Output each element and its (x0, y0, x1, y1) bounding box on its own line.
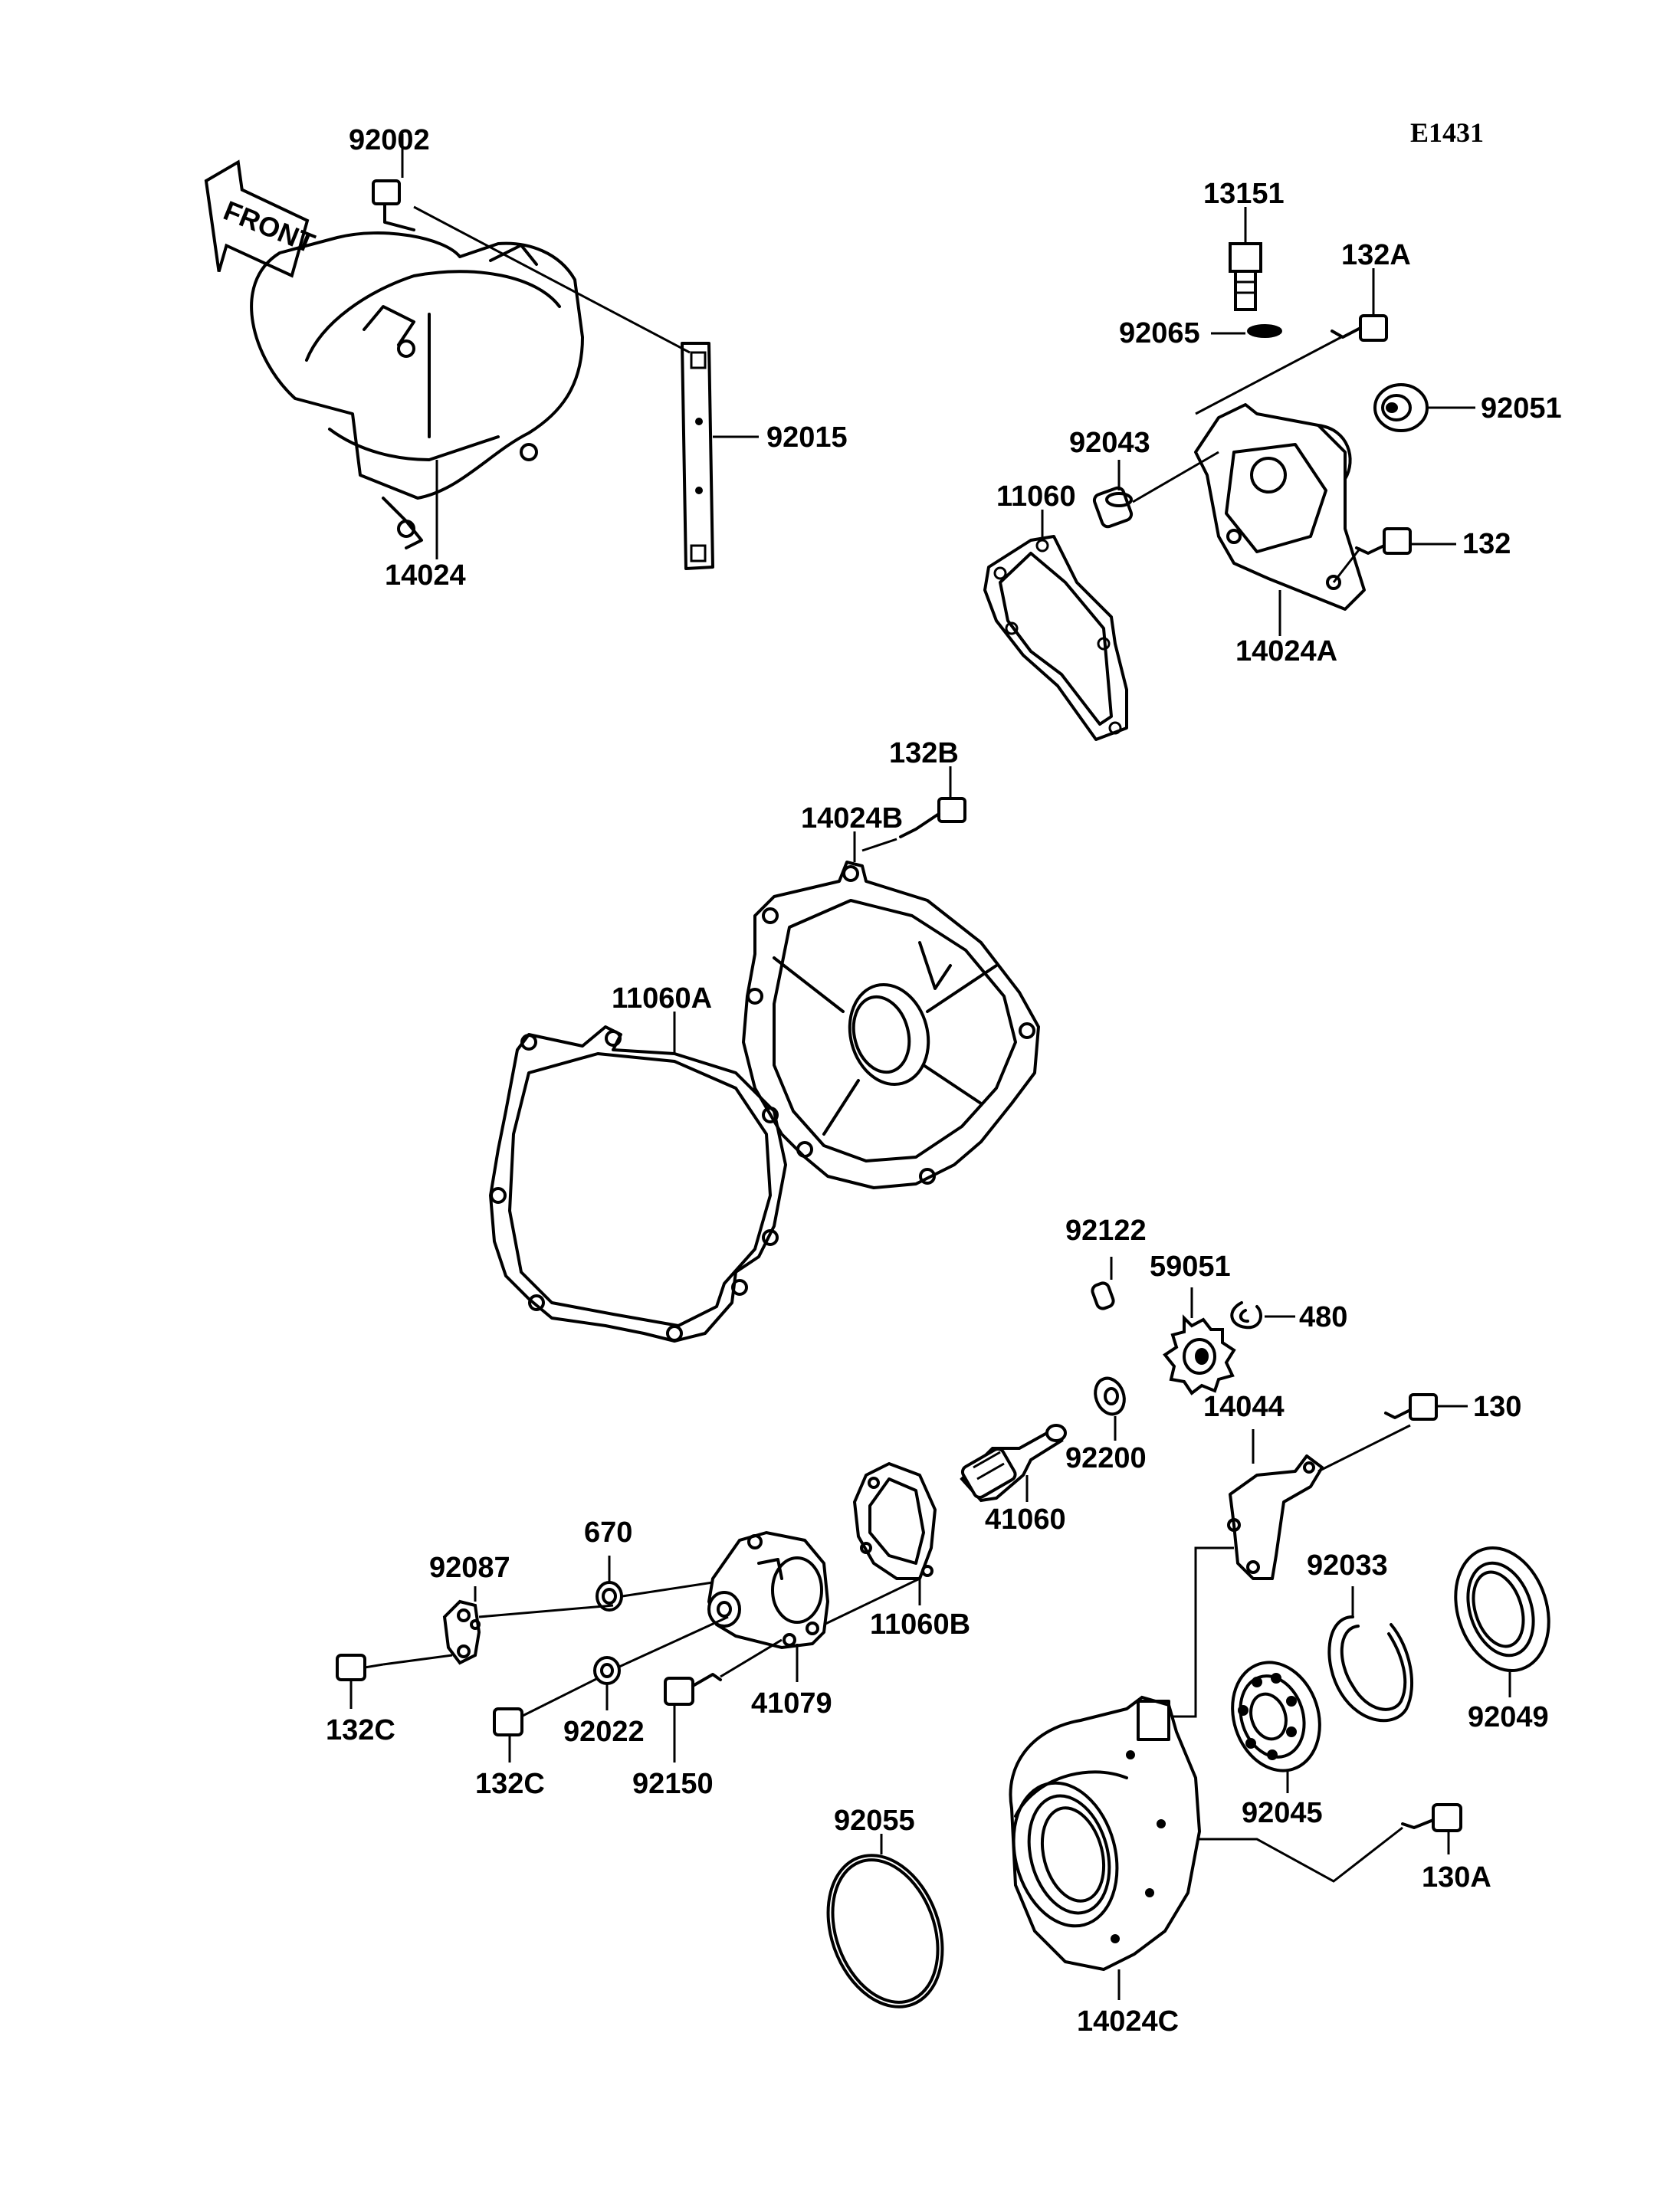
label-11060B: 11060B (870, 1608, 970, 1641)
label-92049: 92049 (1468, 1701, 1549, 1733)
part-41079-housing (707, 1530, 830, 1650)
label-132B: 132B (889, 737, 959, 769)
part-92002-bolt (372, 179, 415, 231)
part-92200-washer (1094, 1376, 1126, 1416)
label-14024A: 14024A (1235, 635, 1337, 667)
label-92200: 92200 (1065, 1442, 1147, 1474)
part-41060-shaft (960, 1424, 1067, 1503)
part-132-bolt (1355, 527, 1412, 555)
label-92002: 92002 (349, 124, 430, 156)
label-480: 480 (1299, 1301, 1347, 1333)
part-92049-seal (1454, 1546, 1550, 1673)
part-92033-circlip (1327, 1615, 1414, 1723)
part-92043-bushing (1092, 486, 1134, 529)
part-92087-bracket (442, 1599, 481, 1665)
part-14024B-cover (742, 861, 1040, 1189)
part-92122-pin (1091, 1281, 1115, 1310)
label-132C-mid: 132C (475, 1768, 545, 1800)
label-130A: 130A (1422, 1861, 1491, 1894)
front-arrow-icon: FRONT (204, 159, 319, 278)
label-130: 130 (1473, 1391, 1521, 1423)
label-14024C: 14024C (1077, 2005, 1179, 2038)
part-14024-cover (250, 231, 584, 549)
part-14024C-housing (1009, 1695, 1202, 1972)
part-670-oring (596, 1581, 623, 1612)
label-59051: 59051 (1150, 1251, 1231, 1283)
part-92051-seal (1373, 383, 1429, 432)
label-92150: 92150 (632, 1768, 714, 1800)
part-132B-bolt (899, 797, 966, 838)
label-132A: 132A (1341, 239, 1411, 271)
part-14044-bracket (1227, 1454, 1324, 1580)
label-92043: 92043 (1069, 427, 1150, 459)
part-92015-bracket (681, 342, 714, 570)
label-92055: 92055 (834, 1805, 915, 1837)
part-59051-gear (1163, 1314, 1236, 1395)
part-130A-bolt (1401, 1803, 1462, 1832)
label-11060: 11060 (996, 480, 1076, 513)
part-480-circlip (1230, 1301, 1262, 1330)
label-14024B: 14024B (801, 802, 903, 835)
part-13151-fitting (1229, 242, 1262, 311)
label-92015: 92015 (766, 421, 848, 454)
part-130-bolt (1384, 1393, 1438, 1421)
label-14024: 14024 (385, 559, 466, 592)
label-132: 132 (1462, 528, 1511, 560)
label-13151: 13151 (1203, 178, 1285, 210)
label-41060: 41060 (985, 1503, 1066, 1536)
label-92122: 92122 (1065, 1215, 1147, 1247)
label-14044: 14044 (1203, 1391, 1285, 1423)
part-11060-gasket (983, 535, 1128, 741)
part-11060B-gasket (853, 1462, 937, 1580)
diagram-code: E1431 (1410, 117, 1484, 148)
part-92022-washer (593, 1656, 621, 1685)
part-14024A-cover (1194, 403, 1366, 611)
part-132C-bolt-mid (493, 1703, 545, 1736)
label-92051: 92051 (1481, 392, 1562, 425)
part-92055-oring (826, 1854, 944, 2008)
part-92045-bearing (1231, 1661, 1321, 1772)
label-41079: 41079 (751, 1687, 832, 1720)
part-132C-bolt-left (336, 1654, 384, 1681)
label-11060A: 11060A (612, 982, 712, 1015)
part-11060A-gasket (489, 1025, 787, 1343)
label-92065: 92065 (1119, 317, 1200, 349)
part-92150-bolt (664, 1673, 722, 1706)
label-92033: 92033 (1307, 1549, 1388, 1582)
part-132A-bolt (1331, 314, 1388, 342)
label-670: 670 (584, 1517, 632, 1549)
label-92087: 92087 (429, 1552, 510, 1584)
part-92065-washer (1247, 324, 1282, 338)
label-92022: 92022 (563, 1716, 645, 1748)
label-92045: 92045 (1242, 1797, 1323, 1829)
label-132C-left: 132C (326, 1714, 395, 1746)
